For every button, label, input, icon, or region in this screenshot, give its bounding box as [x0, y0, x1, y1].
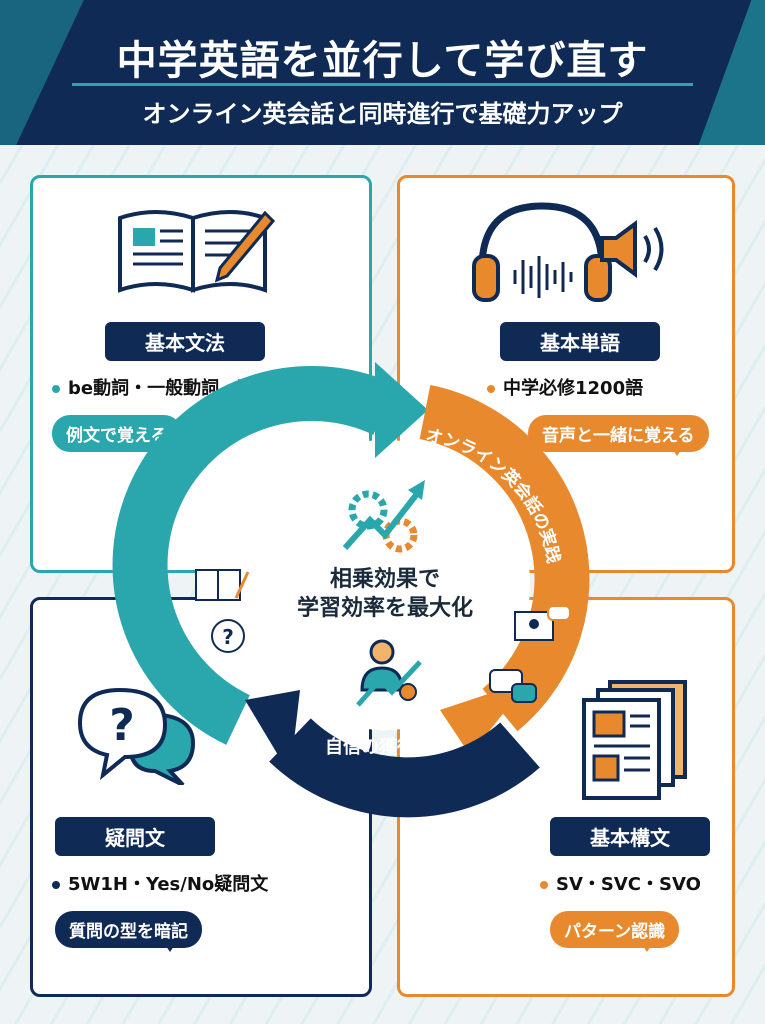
center-line-2: 学習効率を最大化 — [296, 596, 473, 621]
person-growth-icon — [356, 639, 422, 707]
card-bullet: 中学必修1200語 — [487, 374, 643, 400]
card-label: 疑問文 — [55, 817, 215, 856]
tip-bubble: 質問の型を暗記 — [55, 911, 202, 952]
tip-bubble: 音声と一緒に覚える — [528, 415, 709, 456]
svg-text:?: ? — [222, 625, 234, 649]
tip-bubble: 例文で覚える — [52, 415, 182, 456]
book-pencil-icon — [118, 210, 275, 293]
card-label: 基本構文 — [550, 817, 710, 856]
orange-arrow-arc — [419, 385, 590, 732]
orange-arrowhead — [440, 680, 530, 755]
headphones-speaker-icon — [472, 202, 664, 302]
teal-arrow-arc — [112, 365, 397, 745]
bullet-text: 5W1H・Yes/No疑問文 — [68, 874, 269, 895]
card-label: 基本文法 — [105, 322, 265, 361]
bullet-dot — [52, 881, 60, 889]
card-bullet: SV・SVC・SVO — [540, 870, 701, 896]
page-title: 中学英語を並行して学び直す — [116, 38, 649, 84]
bullet-dot — [52, 385, 60, 393]
bullet-text: 中学必修1200語 — [503, 378, 644, 399]
question-bubble-icon: ? — [77, 687, 196, 785]
navy-arc-label: 応用力& 自信の獲得 — [300, 712, 440, 760]
bullet-dot — [540, 881, 548, 889]
navy-label-line-2: 自信の獲得 — [325, 737, 415, 758]
tip-bubble: パターン認識 — [550, 911, 680, 952]
center-line-1: 相乗効果で — [329, 567, 440, 592]
navy-label-line-1: 応用力& — [335, 713, 405, 734]
svg-text:?: ? — [109, 700, 135, 751]
cycle-center-disc — [240, 440, 530, 730]
bullet-dot — [487, 385, 495, 393]
chat-bubbles-icon — [489, 669, 537, 703]
navy-arrowhead — [245, 690, 300, 775]
small-question-icon: ? — [211, 619, 245, 653]
navy-arrow-arc — [269, 717, 540, 818]
cycle-center-text: 相乗効果で 学習効率を最大化 — [270, 565, 500, 623]
teal-arrowhead — [375, 362, 428, 458]
gears-growth-icon — [342, 480, 425, 553]
documents-icon — [582, 680, 687, 800]
header-banner: 中学英語を並行して学び直す オンライン英会話と同時進行で基礎力アップ — [0, 0, 765, 145]
card-bullet: 5W1H・Yes/No疑問文 — [52, 870, 268, 896]
card-label: 基本単語 — [500, 322, 660, 361]
video-chat-icon — [514, 605, 571, 641]
small-book-icon — [195, 569, 250, 601]
bullet-text: SV・SVC・SVO — [556, 874, 701, 895]
title-divider — [72, 83, 693, 86]
page-subtitle: オンライン英会話と同時進行で基礎力アップ — [142, 100, 623, 128]
